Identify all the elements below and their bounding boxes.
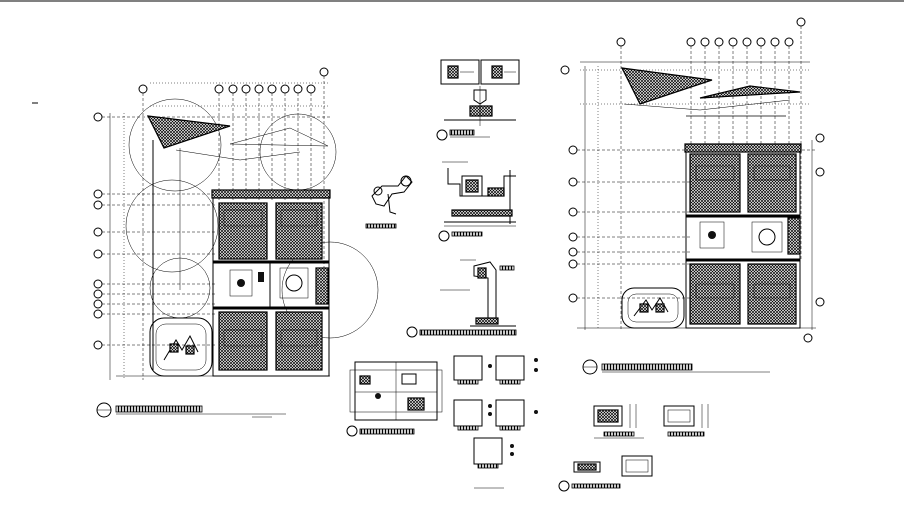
site-plan-right [560, 17, 825, 375]
pool-area-right [621, 287, 685, 329]
furniture-cluster-left [229, 267, 329, 305]
roof-hatch-right [699, 85, 801, 99]
grid-bubbles-top-right [616, 17, 806, 47]
path-line [175, 149, 301, 161]
detail-section-a [436, 59, 520, 141]
room-blocks-right [689, 153, 797, 325]
grid-bubbles-side-left [93, 112, 103, 350]
gridlines-vertical-right [580, 26, 810, 330]
detail-small-plans [558, 404, 709, 492]
detail-wall-section [406, 259, 517, 338]
detail-modules [453, 355, 538, 489]
hatched-landscape-area-right [620, 67, 713, 105]
title-block-right [582, 359, 770, 375]
title-block-left [96, 402, 286, 418]
site-plan-left [93, 67, 379, 418]
furniture-cluster-right [699, 217, 801, 255]
gridlines-horizontal-left [102, 113, 330, 380]
detail-enlarged-plan [346, 361, 443, 437]
roof-outline [229, 127, 329, 147]
detail-fixture [365, 175, 413, 229]
detail-section-b [438, 161, 516, 242]
hatched-landscape-area [146, 115, 231, 149]
room-blocks-left [218, 202, 323, 371]
pool-area-left [149, 317, 213, 377]
building-edge-hatch [211, 189, 331, 199]
grid-bubbles-top-left [138, 67, 329, 94]
gridlines-horizontal-right [577, 66, 816, 330]
gridlines-vertical-left [142, 76, 330, 380]
